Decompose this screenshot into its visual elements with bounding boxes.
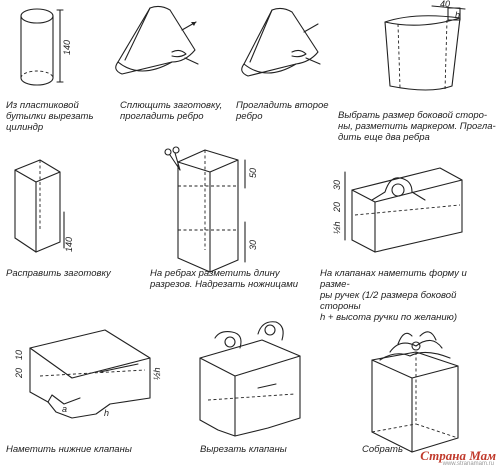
step1-cylinder: 140	[20, 8, 72, 86]
step3-second-edge	[241, 7, 321, 77]
step8-bottom-flaps: 10 20 ½h h a	[14, 329, 162, 419]
watermark-url: www.stranamam.ru	[442, 461, 494, 467]
step7-dim-20: 20	[332, 202, 342, 213]
step3-caption: Прогладить второе ребро	[236, 100, 329, 122]
step2-caption: Сплющить заготовку, прогладить ребро	[120, 100, 223, 122]
step6-dim-50: 50	[248, 168, 258, 178]
step8-dim-halfh: ½h	[152, 367, 162, 380]
step4-dim-h: h	[455, 10, 460, 20]
step7-caption: На клапанах наметить форму и разме- ры р…	[320, 268, 467, 323]
step7-dim-30: 30	[332, 180, 342, 190]
step7-handle-flaps: 30 20 ½h	[332, 167, 463, 253]
step8-dim-10: 10	[14, 350, 24, 360]
step1-dim: 140	[62, 40, 72, 55]
step8-dim-h: h	[104, 408, 109, 418]
step9-caption: Вырезать клапаны	[200, 444, 287, 455]
step4-caption: Выбрать размер боковой сторо- ны, размет…	[338, 110, 496, 143]
step9-cut-flaps	[199, 321, 301, 437]
step1-caption: Из пластиковой бутылки вырезать цилиндр	[6, 100, 94, 133]
step10-assembled	[371, 331, 459, 453]
step8-caption: Наметить нижние клапаны	[6, 444, 132, 455]
step2-flattened	[115, 5, 199, 75]
step6-dim-30: 30	[248, 240, 258, 250]
step5-dim: 140	[64, 237, 74, 252]
step8-dim-a: a	[62, 404, 67, 414]
watermark-brand: Страна Мам	[420, 448, 496, 463]
step4-dim-40: 40	[440, 0, 450, 9]
step6-caption: На ребрах разметить длину разрезов. Надр…	[150, 268, 299, 290]
step5-caption: Расправить заготовку	[6, 268, 111, 279]
step5-opened: 140	[14, 159, 74, 253]
step10-caption: Собрать	[362, 444, 403, 455]
step7-dim-halfh: ½h	[332, 221, 342, 234]
step8-dim-20: 20	[14, 368, 24, 379]
step4-side-marking: 40 h	[384, 0, 466, 91]
step6-cuts: 50 30	[164, 146, 258, 273]
